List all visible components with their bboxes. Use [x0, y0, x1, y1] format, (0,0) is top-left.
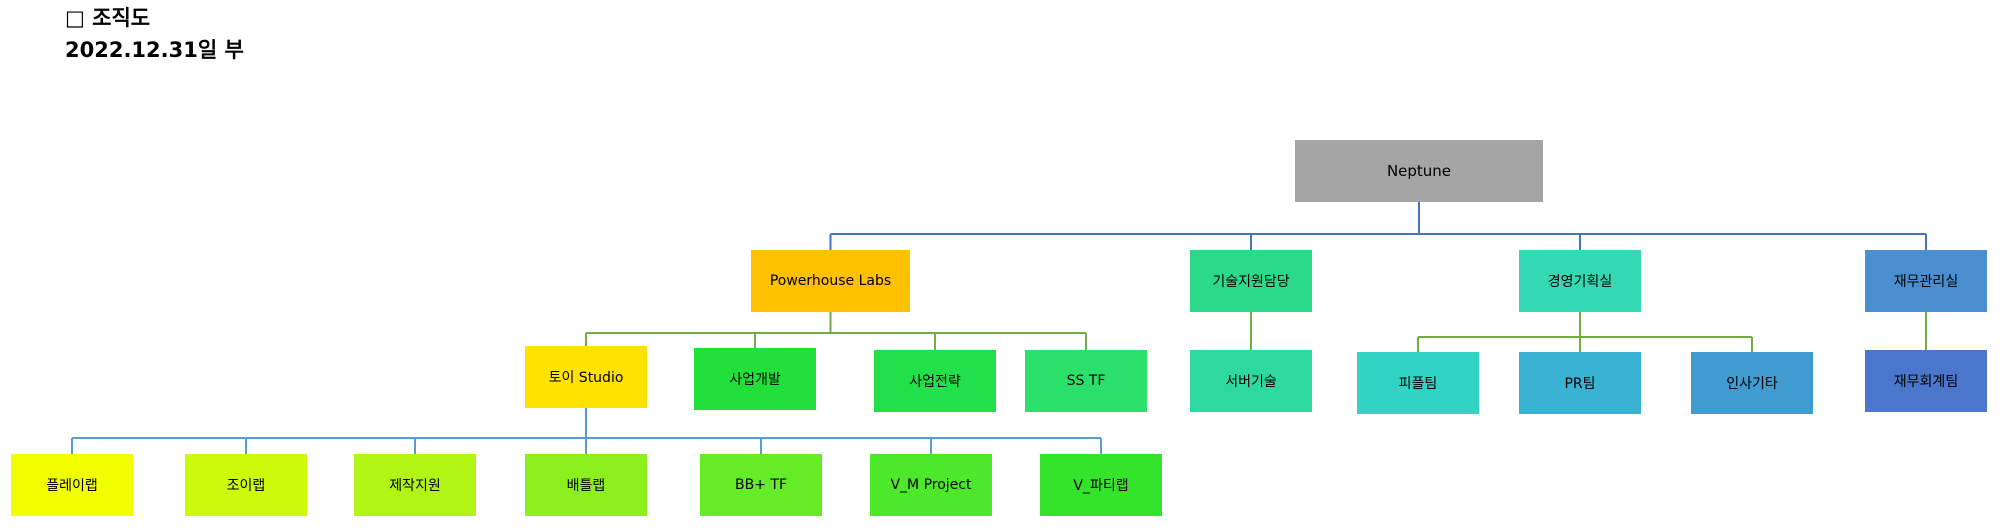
org-node-finance-accounting: 재무회계팀 [1865, 350, 1987, 412]
page-title: □ 조직도 [65, 6, 151, 30]
org-node-pr-team: PR팀 [1519, 352, 1641, 414]
org-node-battle-lab: 배틀랩 [525, 454, 647, 516]
org-node-ss-tf: SS TF [1025, 350, 1147, 412]
org-node-people-team: 피플팀 [1357, 352, 1479, 414]
org-node-production-support: 제작지원 [354, 454, 476, 516]
org-node-play-lab: 플레이랩 [11, 454, 133, 516]
org-node-management-planning: 경영기획실 [1519, 250, 1641, 312]
org-node-tech-support: 기술지원담당 [1190, 250, 1312, 312]
org-node-finance-office: 재무관리실 [1865, 250, 1987, 312]
org-node-joy-lab: 조이랩 [185, 454, 307, 516]
org-node-toy-studio: 토이 Studio [525, 346, 647, 408]
org-node-server-tech: 서버기술 [1190, 350, 1312, 412]
org-node-biz-dev: 사업개발 [694, 348, 816, 410]
org-node-powerhouse: Powerhouse Labs [751, 250, 910, 312]
org-node-v-party-lab: V_파티랩 [1040, 454, 1162, 516]
org-node-biz-strategy: 사업전략 [874, 350, 996, 412]
org-node-root: Neptune [1295, 140, 1543, 202]
org-node-vm-project: V_M Project [870, 454, 992, 516]
org-node-hr-etc: 인사기타 [1691, 352, 1813, 414]
org-node-bb-plus-tf: BB+ TF [700, 454, 822, 516]
effective-date: 2022.12.31일 부 [65, 38, 244, 62]
